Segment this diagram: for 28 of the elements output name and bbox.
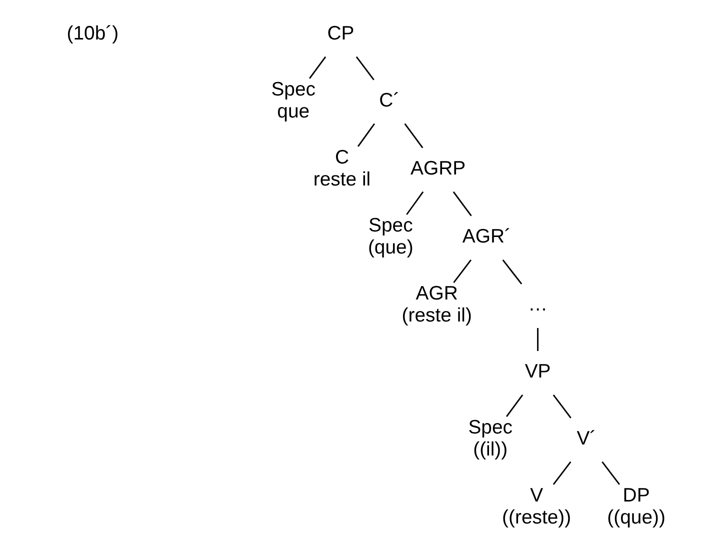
connector: [536, 328, 538, 351]
node-text: Spec (que): [367, 214, 413, 259]
connector: [506, 394, 523, 417]
node-text: V´: [576, 427, 596, 450]
label: (10b´): [66, 22, 118, 44]
node-text: Spec que: [270, 78, 316, 122]
connector: [406, 191, 424, 215]
node-text: V ((reste)): [502, 484, 571, 528]
connector: [552, 461, 571, 485]
connector: [502, 260, 522, 284]
node-text: AGR´: [462, 226, 511, 248]
connector: [452, 260, 472, 284]
connector: [552, 394, 571, 418]
connector: [355, 56, 374, 80]
node-text: AGR (reste il): [401, 282, 472, 327]
node-text: …: [528, 294, 548, 316]
node-text: VP: [524, 360, 550, 383]
connector: [356, 123, 375, 147]
connector: [308, 56, 326, 79]
connector: [601, 461, 620, 485]
node-text: AGRP: [410, 157, 466, 180]
node-text: Spec ((il)): [468, 416, 512, 460]
node-text: C reste il: [312, 146, 370, 190]
node-text: C´: [378, 89, 400, 112]
node-text: DP ((que)): [606, 484, 665, 528]
connector: [452, 191, 472, 216]
node-text: CP: [326, 22, 354, 44]
connector: [404, 123, 423, 148]
